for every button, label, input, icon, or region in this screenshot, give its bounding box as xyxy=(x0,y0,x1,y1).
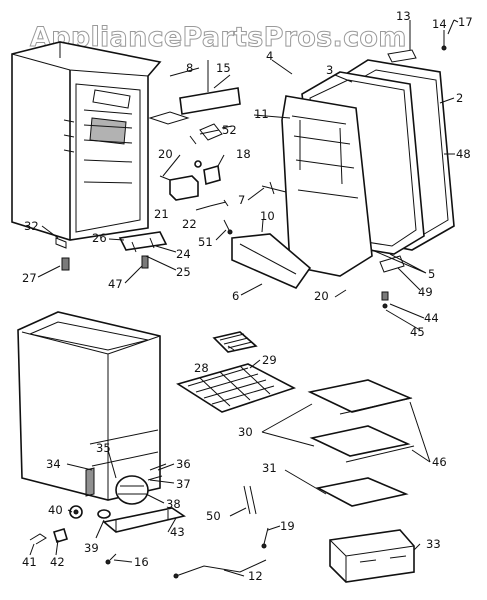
callout-37: 37 xyxy=(176,477,191,491)
part-19-wire xyxy=(261,527,269,549)
callout-7: 7 xyxy=(238,193,245,207)
callout-32: 32 xyxy=(24,219,39,233)
part-21-control xyxy=(159,175,199,201)
callout-30: 30 xyxy=(238,425,253,439)
shelf-glass-1 xyxy=(307,379,413,415)
callout-18: 18 xyxy=(236,147,251,161)
part-29-wire-shelf xyxy=(176,363,297,413)
callout-38: 38 xyxy=(166,497,181,511)
base-plate xyxy=(102,507,186,533)
part-51-screw xyxy=(223,219,233,235)
part-40-cap xyxy=(69,505,83,519)
callout-27: 27 xyxy=(22,271,37,285)
callout-29: 29 xyxy=(262,353,277,367)
compressor xyxy=(115,463,167,505)
callout-4: 4 xyxy=(266,49,273,63)
callout-48: 48 xyxy=(456,147,471,161)
part-6-tray xyxy=(231,233,312,289)
part-15-panel xyxy=(179,60,241,115)
callout-41: 41 xyxy=(22,555,37,569)
callout-46: 46 xyxy=(432,455,447,469)
callout-11: 11 xyxy=(254,107,269,121)
callout-25: 25 xyxy=(176,265,191,279)
callout-19: 19 xyxy=(280,519,295,533)
callout-5: 5 xyxy=(428,267,435,281)
callout-26: 26 xyxy=(92,231,107,245)
part-18-switch xyxy=(194,160,221,186)
part-47-leg xyxy=(141,255,149,269)
callout-16: 16 xyxy=(134,555,149,569)
callout-52: 52 xyxy=(222,123,237,137)
callout-35: 35 xyxy=(96,441,111,455)
callout-36: 36 xyxy=(176,457,191,471)
callout-14: 14 xyxy=(432,17,447,31)
callout-15: 15 xyxy=(216,61,231,75)
callout-51: 51 xyxy=(198,235,213,249)
callout-34: 34 xyxy=(46,457,61,471)
part-49-bracket xyxy=(379,255,405,273)
callout-8: 8 xyxy=(186,61,193,75)
callout-39: 39 xyxy=(84,541,99,555)
part-7-handle xyxy=(261,181,287,195)
callout-49: 49 xyxy=(418,285,433,299)
callout-40: 40 xyxy=(48,503,63,517)
callout-50: 50 xyxy=(206,509,221,523)
part-27-leveler xyxy=(61,257,70,271)
part-13-hinge-top xyxy=(387,49,417,63)
part-16-screw xyxy=(105,553,117,565)
cabinet-lower xyxy=(17,311,161,501)
callout-44: 44 xyxy=(424,311,439,325)
callout-12: 12 xyxy=(248,569,263,583)
part-22-screw xyxy=(209,199,229,207)
part-24-hinge xyxy=(118,231,168,253)
part-44-45-hinge xyxy=(381,291,389,309)
callout-28: 28 xyxy=(194,361,209,375)
callout-31: 31 xyxy=(262,461,277,475)
part-32-foot xyxy=(55,237,67,249)
part-33-crisper xyxy=(329,529,415,583)
cabinet-upper xyxy=(11,41,190,241)
shelf-glass-3 xyxy=(315,477,409,507)
part-41-clip xyxy=(29,533,47,545)
part-50-tube xyxy=(243,485,257,515)
part-28-tray xyxy=(212,331,258,353)
callout-21: 21 xyxy=(154,207,169,221)
callout-6: 6 xyxy=(232,289,239,303)
callout-45: 45 xyxy=(410,325,425,339)
part-52-bracket xyxy=(189,123,233,145)
callout-10: 10 xyxy=(260,209,275,223)
door-liner xyxy=(281,95,373,277)
callout-42: 42 xyxy=(50,555,65,569)
part-12-capillary xyxy=(173,559,267,579)
part-42-relay xyxy=(53,528,68,543)
callout-20-upper: 20 xyxy=(158,147,173,161)
callout-17: 17 xyxy=(458,15,473,29)
callout-24: 24 xyxy=(176,247,191,261)
callout-13: 13 xyxy=(396,9,411,23)
callout-22: 22 xyxy=(182,217,197,231)
callout-33: 33 xyxy=(426,537,441,551)
callout-43: 43 xyxy=(170,525,185,539)
leader-lines xyxy=(29,20,455,577)
callout-2: 2 xyxy=(456,91,463,105)
callout-3: 3 xyxy=(326,63,333,77)
shelf-glass-2 xyxy=(309,425,415,463)
part-39-grommet xyxy=(97,509,111,519)
part-17-pin xyxy=(447,19,459,35)
callout-labels: 14 13 17 2 3 4 8 15 11 52 48 20 18 7 21 … xyxy=(22,9,473,583)
callout-20-lower: 20 xyxy=(314,289,329,303)
part-14-screw xyxy=(441,30,447,51)
callout-47: 47 xyxy=(108,277,123,291)
